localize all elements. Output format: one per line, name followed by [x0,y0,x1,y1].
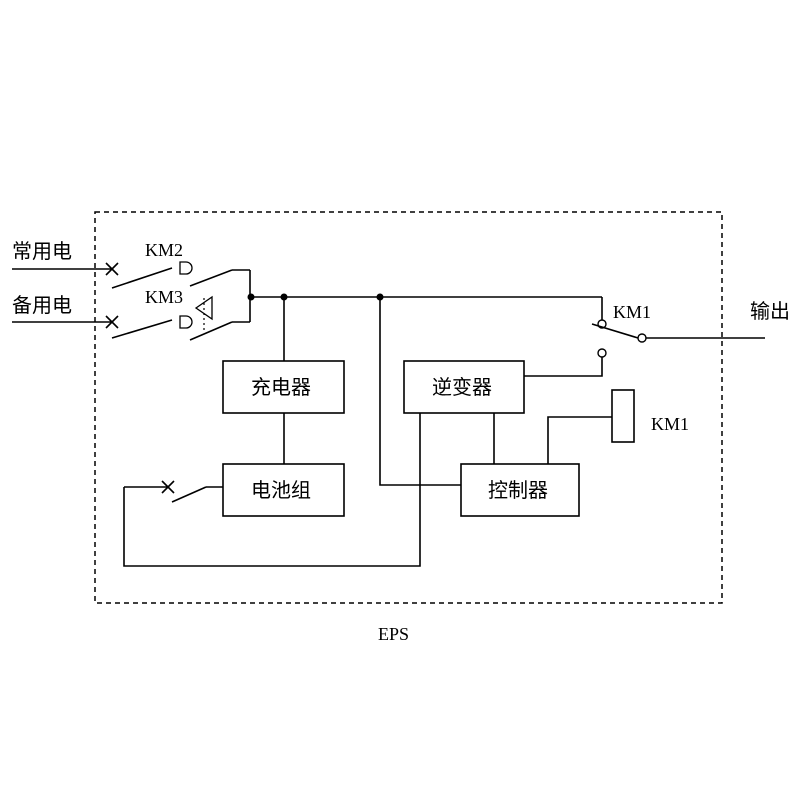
km3-label: KM3 [145,287,183,307]
battery-return-line [123,413,421,567]
km1-coil-label: KM1 [651,414,689,434]
controller-label: 控制器 [488,478,548,502]
controller-box [460,463,580,517]
normal-power-input-line [12,262,119,276]
charger-box [222,360,345,414]
junction-dot-1 [247,293,255,301]
controller-to-coil-line [547,416,612,464]
interlock-triangle [194,295,213,330]
eps-label: EPS [378,624,409,644]
battery-label: 电池组 [251,478,311,502]
inverter-label: 逆变器 [432,375,492,399]
backup-power-label: 备用电 [12,293,72,317]
inverter-box [403,360,525,414]
normal-power-label: 常用电 [12,239,72,263]
inverter-output-line [524,357,603,377]
battery-box [222,463,345,517]
bus-to-controller-line [379,297,461,486]
km2-label: KM2 [145,240,183,260]
battery-switch [124,480,223,503]
output-label: 输出 [750,299,790,323]
km3-contactor [111,315,250,341]
eps-enclosure [94,211,723,604]
km1-switch-label: KM1 [613,302,651,322]
km1-switch [591,319,647,358]
charger-label: 充电器 [251,375,311,399]
backup-power-input-line [12,315,119,329]
km1-coil [611,389,635,443]
